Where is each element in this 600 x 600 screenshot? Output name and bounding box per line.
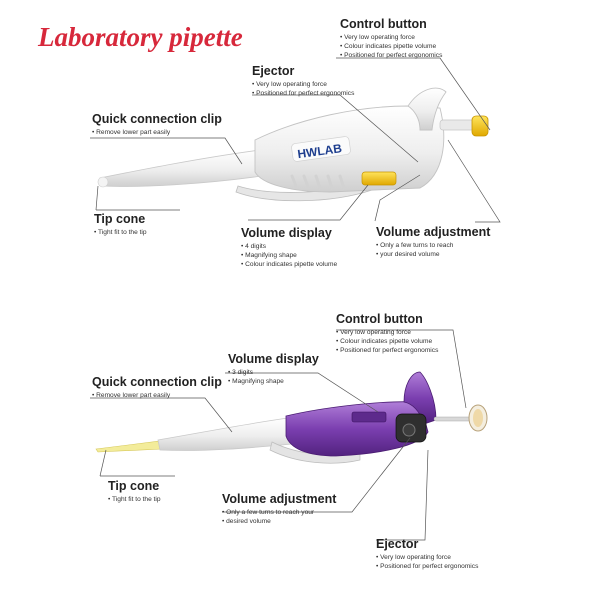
bottom-adjust-knob (402, 423, 416, 437)
callout-line: desired volume (222, 518, 336, 527)
callout-heading: Ejector (252, 64, 295, 78)
page-title: Laboratory pipette (38, 22, 243, 52)
callout-heading: Volume display (228, 352, 319, 366)
bottom-finger-hook (403, 371, 437, 425)
top-control-button (471, 115, 489, 137)
callout-heading: Ejector (376, 537, 419, 551)
callout-line: Very low operating force (252, 81, 354, 90)
bottom-control-button-callout: Control button Very low operating force … (336, 312, 438, 355)
callout-line: Magnifying shape (228, 378, 319, 387)
callout-line: Only a few turns to reach your (222, 509, 336, 518)
top-finger-hook (407, 87, 447, 131)
bottom-volume-adjustment-callout: Volume adjustment Only a few turns to re… (222, 492, 336, 527)
callout-heading: Tip cone (94, 212, 146, 226)
top-ejector-callout: Ejector Very low operating force Positio… (252, 64, 354, 99)
top-volume-window (361, 171, 397, 186)
callout-line: Very low operating force (376, 554, 478, 563)
callout-line: Positioned for perfect ergonomics (252, 90, 354, 99)
top-tip-cone (99, 149, 263, 187)
callout-heading: Tip cone (108, 479, 160, 493)
callout-heading: Control button (340, 17, 427, 31)
callout-line: Positioned for perfect ergonomics (376, 563, 478, 572)
callout-line: Only a few turns to reach (376, 242, 490, 251)
top-volume-adjustment-callout: Volume adjustment Only a few turns to re… (376, 225, 490, 260)
callout-line: Remove lower part easily (92, 392, 222, 401)
callout-line: Tight fit to the tip (108, 496, 161, 505)
top-control-button-callout: Control button Very low operating force … (340, 17, 442, 60)
callout-line: Colour indicates pipette volume (340, 43, 442, 52)
callout-line: 3 digits (228, 369, 319, 378)
top-volume-display-callout: Volume display 4 digits Magnifying shape… (241, 226, 337, 269)
callout-line: Remove lower part easily (92, 129, 222, 138)
callout-line: Magnifying shape (241, 252, 337, 261)
bottom-quick-clip-callout: Quick connection clip Remove lower part … (92, 375, 222, 401)
callout-line: Positioned for perfect ergonomics (336, 347, 438, 356)
callout-line: 4 digits (241, 243, 337, 252)
bottom-body (285, 401, 429, 457)
bottom-tip-cone-callout: Tip cone Tight fit to the tip (108, 479, 161, 505)
callout-heading: Volume adjustment (222, 492, 337, 506)
top-pipette-illustration: HWLAB (97, 87, 489, 202)
top-tip-cone-callout: Tip cone Tight fit to the tip (94, 212, 147, 238)
bottom-pipette-illustration (95, 371, 488, 464)
bottom-ejector-callout: Ejector Very low operating force Positio… (376, 537, 478, 572)
callout-line: Very low operating force (340, 34, 442, 43)
callout-line: Colour indicates pipette volume (241, 261, 337, 270)
callout-line: Positioned for perfect ergonomics (340, 52, 442, 61)
bottom-volume-display-callout: Volume display 3 digits Magnifying shape (228, 352, 319, 387)
bottom-volume-window (351, 411, 387, 423)
top-quick-clip-callout: Quick connection clip Remove lower part … (92, 112, 222, 138)
callout-heading: Control button (336, 312, 423, 326)
callout-heading: Volume adjustment (376, 225, 491, 239)
callout-line: Tight fit to the tip (94, 229, 147, 238)
top-logo-text: HWLAB (297, 141, 343, 161)
callout-line: Very low operating force (336, 329, 438, 338)
callout-line: Colour indicates pipette volume (336, 338, 438, 347)
callout-line: your desired volume (376, 251, 490, 260)
callout-heading: Volume display (241, 226, 332, 240)
callout-heading: Quick connection clip (92, 375, 222, 389)
callout-heading: Quick connection clip (92, 112, 222, 126)
